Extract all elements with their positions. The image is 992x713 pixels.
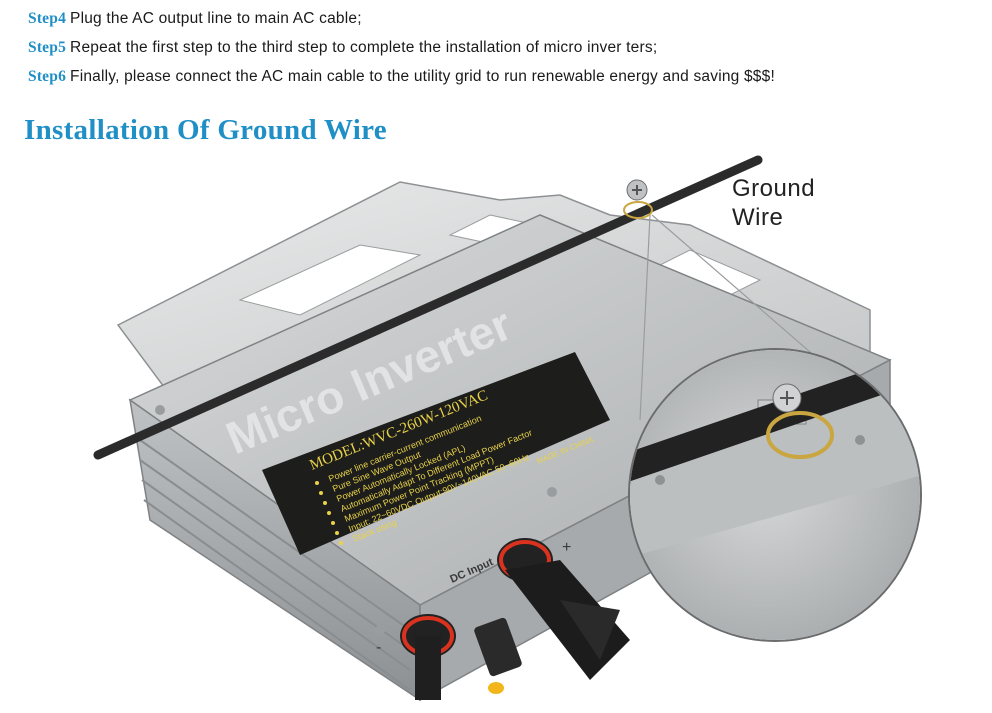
step-label: Step4 bbox=[28, 10, 67, 27]
plus-sign: + bbox=[562, 539, 571, 556]
section-title: Installation Of Ground Wire bbox=[24, 114, 387, 146]
dc-connector-positive bbox=[497, 538, 630, 680]
minus-sign: - bbox=[376, 639, 381, 656]
ground-screw bbox=[626, 179, 648, 201]
ground-wire bbox=[93, 155, 763, 460]
bullet-dots bbox=[315, 481, 343, 545]
ground-wire-loop bbox=[623, 201, 653, 219]
step-label: Step6 bbox=[28, 68, 67, 85]
step-text: Plug the AC output line to main AC cable… bbox=[70, 10, 362, 27]
step-text: Repeat the first step to the third step … bbox=[70, 39, 658, 56]
ground-wire-callout: Ground Wire bbox=[732, 174, 862, 232]
dc-connector-negative bbox=[400, 614, 522, 700]
callout-line: Wire bbox=[732, 204, 784, 231]
step-text: Finally, please connect the AC main cabl… bbox=[70, 68, 775, 85]
callout-line: Ground bbox=[732, 175, 816, 202]
step-label: Step5 bbox=[28, 39, 67, 56]
micro-inverter-illustration: Micro Inverter MODEL:WVC-260W-120VAC Pow… bbox=[93, 155, 922, 702]
